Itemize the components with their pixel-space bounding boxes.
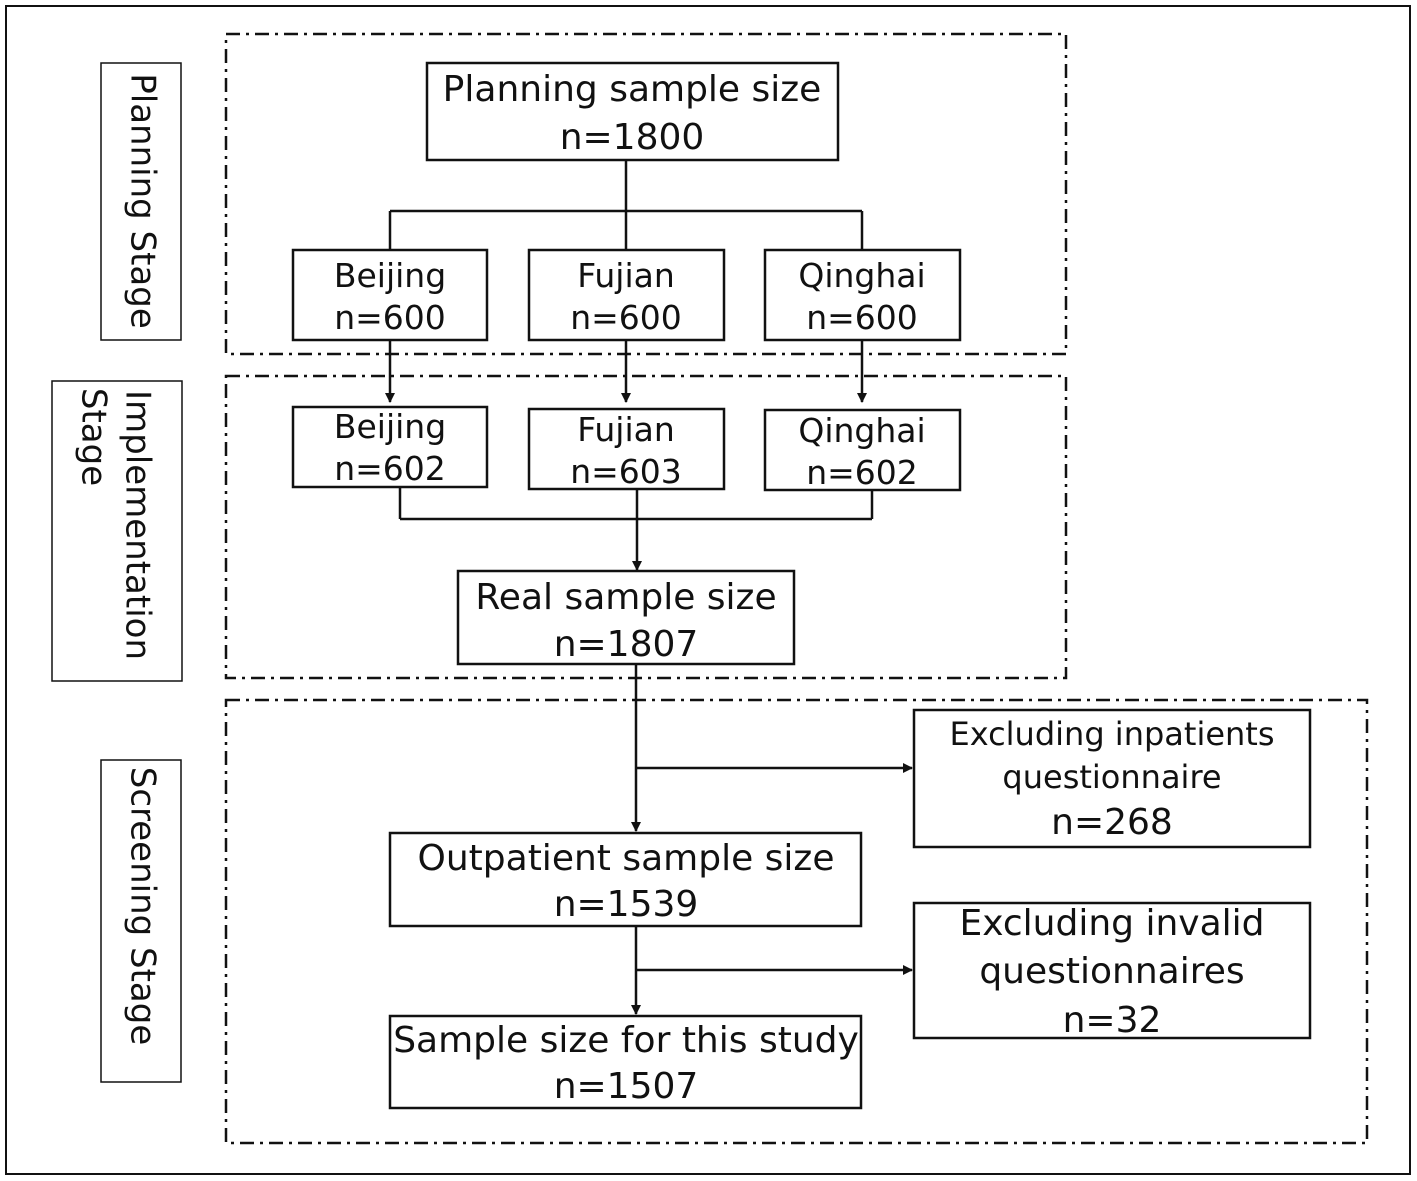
exclude-inpatients-n: n=268 bbox=[1051, 802, 1173, 843]
outpatient-n: n=1539 bbox=[554, 884, 699, 925]
outer-frame bbox=[5, 5, 1411, 1175]
real-sample-label: Real sample size bbox=[475, 577, 776, 618]
implementation-stage-label-line1: Implementation bbox=[118, 390, 158, 660]
implementation-stage-box bbox=[51, 380, 183, 682]
final-sample-n: n=1507 bbox=[554, 1066, 699, 1107]
exclude-inpatients-line2: questionnaire bbox=[1002, 758, 1221, 796]
planning-beijing-label: Beijing bbox=[334, 256, 446, 295]
planning-fujian-box bbox=[527, 248, 726, 342]
planning-fujian-label: Fujian bbox=[577, 256, 675, 295]
screening-stage-box bbox=[100, 759, 182, 1083]
planning-qinghai-label: Qinghai bbox=[798, 256, 925, 295]
exclude-inpatients-box bbox=[912, 708, 1312, 849]
screening-stage-label: Screening Stage bbox=[123, 767, 163, 1046]
outpatient-box bbox=[388, 831, 863, 928]
planning-stage-label: Planning Stage bbox=[123, 73, 163, 329]
exclude-invalid-line2: questionnaires bbox=[979, 951, 1244, 992]
impl-qinghai-n: n=602 bbox=[806, 453, 918, 492]
exclude-invalid-box bbox=[912, 901, 1312, 1040]
planning-beijing-n: n=600 bbox=[334, 298, 446, 337]
impl-beijing-n: n=602 bbox=[334, 449, 446, 488]
impl-qinghai-box bbox=[763, 408, 962, 492]
planning-total-box bbox=[425, 61, 840, 162]
planning-total-n: n=1800 bbox=[560, 117, 705, 158]
outpatient-label: Outpatient sample size bbox=[418, 838, 835, 879]
implementation-region bbox=[224, 374, 1068, 680]
real-sample-box bbox=[456, 569, 796, 666]
planning-beijing-box bbox=[291, 248, 489, 342]
implementation-stage-label-line2: Stage bbox=[74, 388, 114, 486]
final-sample-label: Sample size for this study bbox=[393, 1020, 859, 1061]
final-sample-box bbox=[388, 1014, 863, 1110]
planning-region bbox=[224, 32, 1068, 356]
exclude-invalid-n: n=32 bbox=[1063, 1000, 1162, 1041]
impl-beijing-box bbox=[291, 405, 489, 489]
exclude-inpatients-line1: Excluding inpatients bbox=[949, 715, 1274, 753]
exclude-invalid-line1: Excluding invalid bbox=[959, 903, 1264, 944]
planning-stage-box bbox=[100, 62, 182, 341]
impl-fujian-box bbox=[527, 407, 726, 491]
screening-region bbox=[224, 698, 1369, 1145]
planning-total-label: Planning sample size bbox=[443, 69, 822, 110]
impl-fujian-label: Fujian bbox=[577, 410, 675, 449]
impl-qinghai-label: Qinghai bbox=[798, 411, 925, 450]
planning-fujian-n: n=600 bbox=[570, 298, 682, 337]
planning-qinghai-box bbox=[763, 248, 962, 342]
impl-beijing-label: Beijing bbox=[334, 407, 446, 446]
impl-fujian-n: n=603 bbox=[570, 452, 682, 491]
real-sample-n: n=1807 bbox=[554, 624, 699, 665]
planning-qinghai-n: n=600 bbox=[806, 298, 918, 337]
